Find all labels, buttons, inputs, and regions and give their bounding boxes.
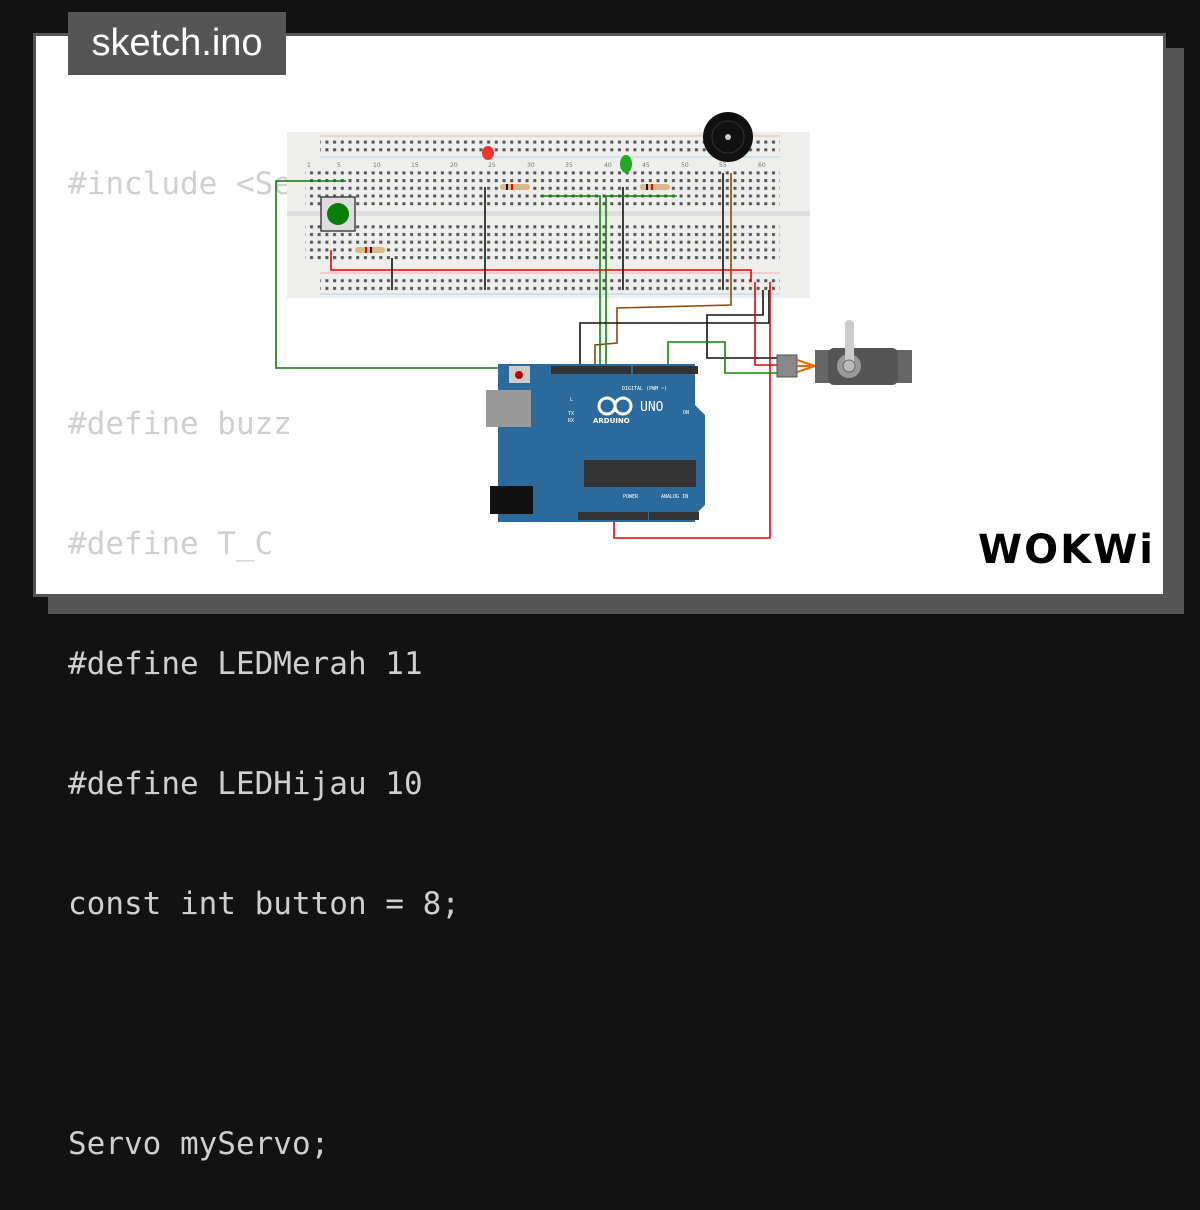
svg-text:35: 35 [565, 162, 573, 169]
svg-text:5: 5 [337, 162, 341, 169]
resistor [640, 184, 670, 190]
pushbutton[interactable] [320, 196, 356, 232]
buzzer [703, 112, 753, 162]
resistor [500, 184, 530, 190]
code-line: #define LEDMerah 11 [68, 646, 423, 682]
arduino-brand: ARDUINO [593, 417, 630, 425]
analog-label: ANALOG IN [661, 494, 688, 500]
svg-text:15: 15 [411, 162, 419, 169]
led-green [620, 155, 632, 173]
circuit-diagram: 1 5 10 15 20 25 30 35 40 45 50 55 60 UNO… [275, 112, 912, 539]
code-line: const int button = 8; [68, 886, 460, 922]
code-line: #define LEDHijau 10 [68, 766, 423, 802]
svg-text:25: 25 [488, 162, 496, 169]
code-line: #define buzz [68, 406, 292, 442]
svg-text:40: 40 [604, 162, 612, 169]
svg-text:20: 20 [450, 162, 458, 169]
rx-label: RX [568, 418, 574, 424]
l-label: L [570, 397, 573, 403]
svg-text:45: 45 [642, 162, 650, 169]
power-label: POWER [623, 494, 639, 500]
code-line [68, 1006, 460, 1042]
on-label: ON [683, 410, 689, 416]
tx-label: TX [568, 411, 574, 417]
arduino-model: UNO [640, 400, 664, 415]
svg-text:55: 55 [719, 162, 727, 169]
wires [275, 173, 778, 539]
servo-motor [776, 320, 912, 385]
code-line: #define T_C [68, 526, 274, 562]
svg-text:10: 10 [373, 162, 381, 169]
arduino-uno: UNO ARDUINO DIGITAL (PWM ~) POWER ANALOG… [486, 364, 705, 522]
wokwi-logo: WOKWi [978, 527, 1155, 573]
svg-text:60: 60 [758, 162, 766, 169]
file-tab-title: sketch.ino [68, 12, 286, 75]
breadboard-column-labels: 1 5 10 15 20 25 30 35 40 45 50 55 60 [307, 162, 766, 169]
digital-label: DIGITAL (PWM ~) [622, 386, 667, 392]
led-red [482, 146, 494, 160]
resistor [355, 247, 385, 253]
svg-text:1: 1 [307, 162, 311, 169]
svg-text:30: 30 [527, 162, 535, 169]
code-line: Servo myServo; [68, 1126, 330, 1162]
svg-text:50: 50 [681, 162, 689, 169]
